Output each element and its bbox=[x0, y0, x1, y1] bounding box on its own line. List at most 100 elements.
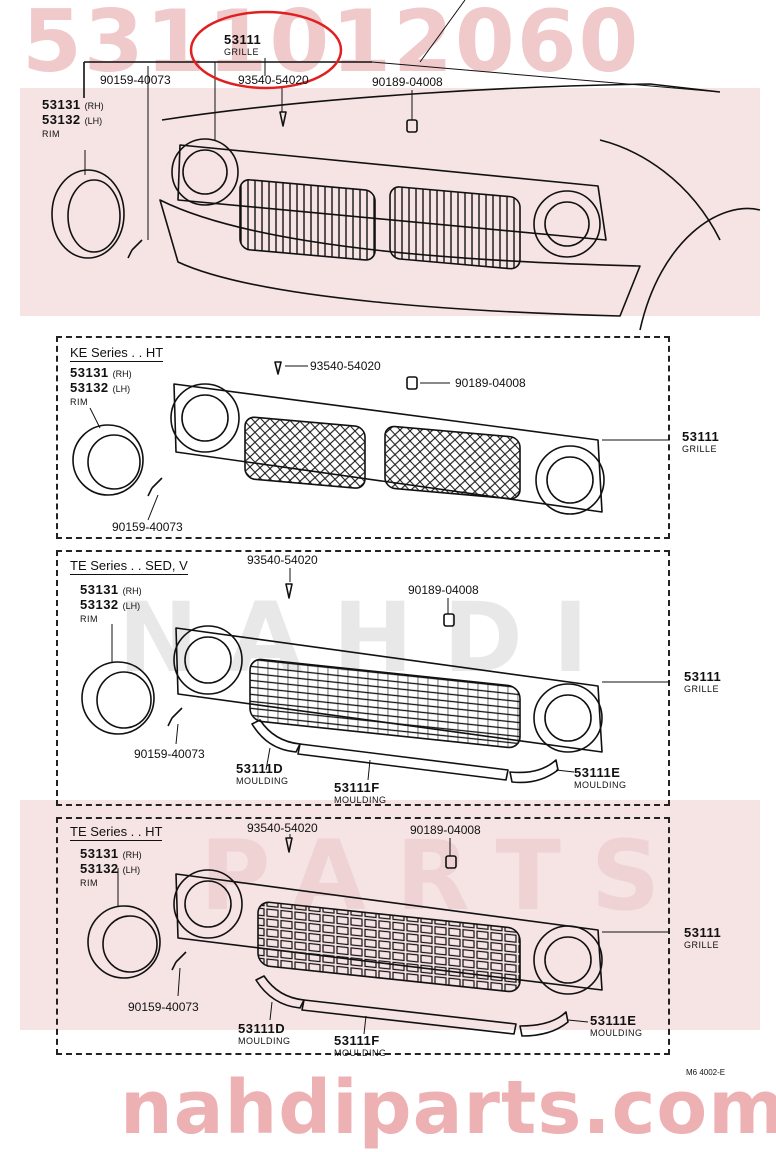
te-ht-moulding-d bbox=[255, 975, 305, 1009]
te-sed-rim-rh-number: 53131 bbox=[80, 582, 119, 597]
te-sed-rim-inner bbox=[96, 671, 152, 729]
diagram-code: M6 4002-E bbox=[686, 1068, 726, 1077]
ke-rim-lh-number: 53132 bbox=[70, 380, 109, 395]
watermark-part-number: 5311012060 bbox=[22, 0, 641, 92]
ke-rim-outer bbox=[72, 424, 144, 496]
ke-headlamp-right-inner bbox=[546, 456, 594, 504]
top-headlamp-left-inner bbox=[182, 149, 228, 195]
panel-ke-ht-title: KE Series . . HT bbox=[70, 345, 164, 362]
panel-te-sed-title: TE Series . . SED, V bbox=[70, 558, 188, 575]
te-sed-nut bbox=[443, 613, 455, 627]
watermark-site: nahdiparts.com bbox=[120, 1065, 776, 1151]
te-ht-moulding-d-number: 53111D bbox=[238, 1021, 286, 1036]
top-grille-insert-right bbox=[389, 186, 521, 270]
highlight-circle bbox=[189, 10, 343, 90]
te-ht-grille-insert bbox=[257, 901, 521, 993]
te-ht-rim-outer bbox=[87, 905, 161, 979]
te-sed-moulding-f-label: 53111F MOULDING bbox=[334, 781, 387, 807]
ke-rim-name: RIM bbox=[70, 397, 88, 407]
te-ht-rim-lh-side: (LH) bbox=[122, 865, 141, 875]
te-ht-nut-label: 90189-04008 bbox=[410, 823, 481, 837]
te-ht-headlamp-left-outer bbox=[173, 869, 243, 939]
te-sed-rim-label: 53131(RH) 53132(LH) RIM bbox=[80, 583, 142, 626]
te-sed-rim-name: RIM bbox=[80, 614, 98, 624]
te-sed-grille-number: 53111 bbox=[684, 669, 722, 684]
te-ht-moulding-e-name: MOULDING bbox=[590, 1028, 643, 1038]
te-sed-rim-lh-side: (LH) bbox=[122, 601, 141, 611]
te-ht-moulding-f bbox=[301, 999, 517, 1035]
te-sed-moulding-f-number: 53111F bbox=[334, 780, 380, 795]
ke-screw bbox=[147, 477, 163, 497]
te-sed-clip-label: 93540-54020 bbox=[247, 553, 318, 567]
top-nut-label: 90189-04008 bbox=[372, 75, 443, 89]
te-ht-headlamp-left-inner bbox=[184, 880, 232, 928]
ke-grille-name: GRILLE bbox=[682, 444, 718, 454]
top-rim-lh-side: (LH) bbox=[84, 116, 103, 126]
te-sed-moulding-d-number: 53111D bbox=[236, 761, 284, 776]
ke-grille-insert-left bbox=[244, 416, 366, 489]
te-sed-nut-label: 90189-04008 bbox=[408, 583, 479, 597]
te-ht-rim-rh-number: 53131 bbox=[80, 846, 119, 861]
te-sed-moulding-d-name: MOULDING bbox=[236, 776, 289, 786]
ke-headlamp-right-outer bbox=[535, 445, 605, 515]
te-ht-moulding-d-name: MOULDING bbox=[238, 1036, 291, 1046]
te-ht-rim-lh-number: 53132 bbox=[80, 861, 119, 876]
te-ht-headlamp-right-outer bbox=[533, 925, 603, 995]
te-ht-rim-rh-side: (RH) bbox=[122, 850, 142, 860]
top-headlamp-right-inner bbox=[544, 201, 590, 247]
ke-rim-rh-side: (RH) bbox=[112, 369, 132, 379]
te-ht-moulding-e-label: 53111E MOULDING bbox=[590, 1014, 643, 1040]
te-ht-moulding-d-label: 53111D MOULDING bbox=[238, 1022, 291, 1048]
te-ht-clip bbox=[285, 837, 293, 853]
te-ht-rim-inner bbox=[102, 915, 158, 973]
te-sed-headlamp-right-outer bbox=[533, 683, 603, 753]
te-sed-moulding-f-name: MOULDING bbox=[334, 795, 387, 805]
te-sed-moulding-e-name: MOULDING bbox=[574, 780, 627, 790]
ke-clip bbox=[274, 361, 282, 375]
top-rim-inner bbox=[67, 179, 121, 253]
panel-te-sed bbox=[56, 550, 670, 806]
te-ht-nut bbox=[445, 855, 457, 869]
te-ht-moulding-e bbox=[519, 1011, 569, 1037]
te-sed-moulding-d-label: 53111D MOULDING bbox=[236, 762, 289, 788]
te-ht-moulding-f-number: 53111F bbox=[334, 1033, 380, 1048]
ke-rim-rh-number: 53131 bbox=[70, 365, 109, 380]
te-ht-grille-label: 53111 GRILLE bbox=[684, 926, 721, 952]
te-ht-moulding-f-name: MOULDING bbox=[334, 1048, 387, 1058]
top-rim-lh-number: 53132 bbox=[42, 112, 81, 127]
ke-nut-label: 90189-04008 bbox=[455, 376, 526, 390]
ke-screw-label: 90159-40073 bbox=[112, 520, 183, 534]
top-rim-rh-side: (RH) bbox=[84, 101, 104, 111]
te-sed-screw bbox=[167, 707, 183, 727]
ke-clip-label: 93540-54020 bbox=[310, 359, 381, 373]
te-ht-screw bbox=[171, 951, 187, 971]
te-ht-rim-name: RIM bbox=[80, 878, 98, 888]
te-sed-grille-label: 53111 GRILLE bbox=[684, 670, 721, 696]
top-grille-number: 53111 bbox=[224, 32, 262, 47]
car-hood-line bbox=[161, 83, 721, 121]
te-sed-headlamp-left-outer bbox=[173, 625, 243, 695]
te-ht-grille-frame bbox=[175, 873, 603, 991]
top-grille-label: 53111 GRILLE bbox=[224, 33, 261, 59]
te-sed-grille-frame bbox=[175, 627, 603, 753]
top-rim-name: RIM bbox=[42, 129, 60, 139]
top-headlamp-right-outer bbox=[533, 190, 601, 258]
top-screw bbox=[127, 239, 143, 259]
ke-grille-number: 53111 bbox=[682, 429, 720, 444]
panel-te-ht-title: TE Series . . HT bbox=[70, 824, 163, 841]
te-ht-moulding-f-label: 53111F MOULDING bbox=[334, 1034, 387, 1060]
te-ht-grille-number: 53111 bbox=[684, 925, 722, 940]
te-sed-moulding-e-label: 53111E MOULDING bbox=[574, 766, 627, 792]
ke-nut bbox=[406, 376, 418, 390]
te-ht-grille-name: GRILLE bbox=[684, 940, 720, 950]
ke-headlamp-left-outer bbox=[170, 383, 240, 453]
te-sed-screw-label: 90159-40073 bbox=[134, 747, 205, 761]
ke-grille-label: 53111 GRILLE bbox=[682, 430, 719, 456]
ke-rim-label: 53131(RH) 53132(LH) RIM bbox=[70, 366, 132, 409]
top-grille-insert-left bbox=[239, 179, 376, 261]
top-rim-label: 53131(RH) 53132(LH) RIM bbox=[42, 98, 104, 141]
panel-te-ht bbox=[56, 817, 670, 1055]
te-sed-rim-outer bbox=[81, 661, 155, 735]
